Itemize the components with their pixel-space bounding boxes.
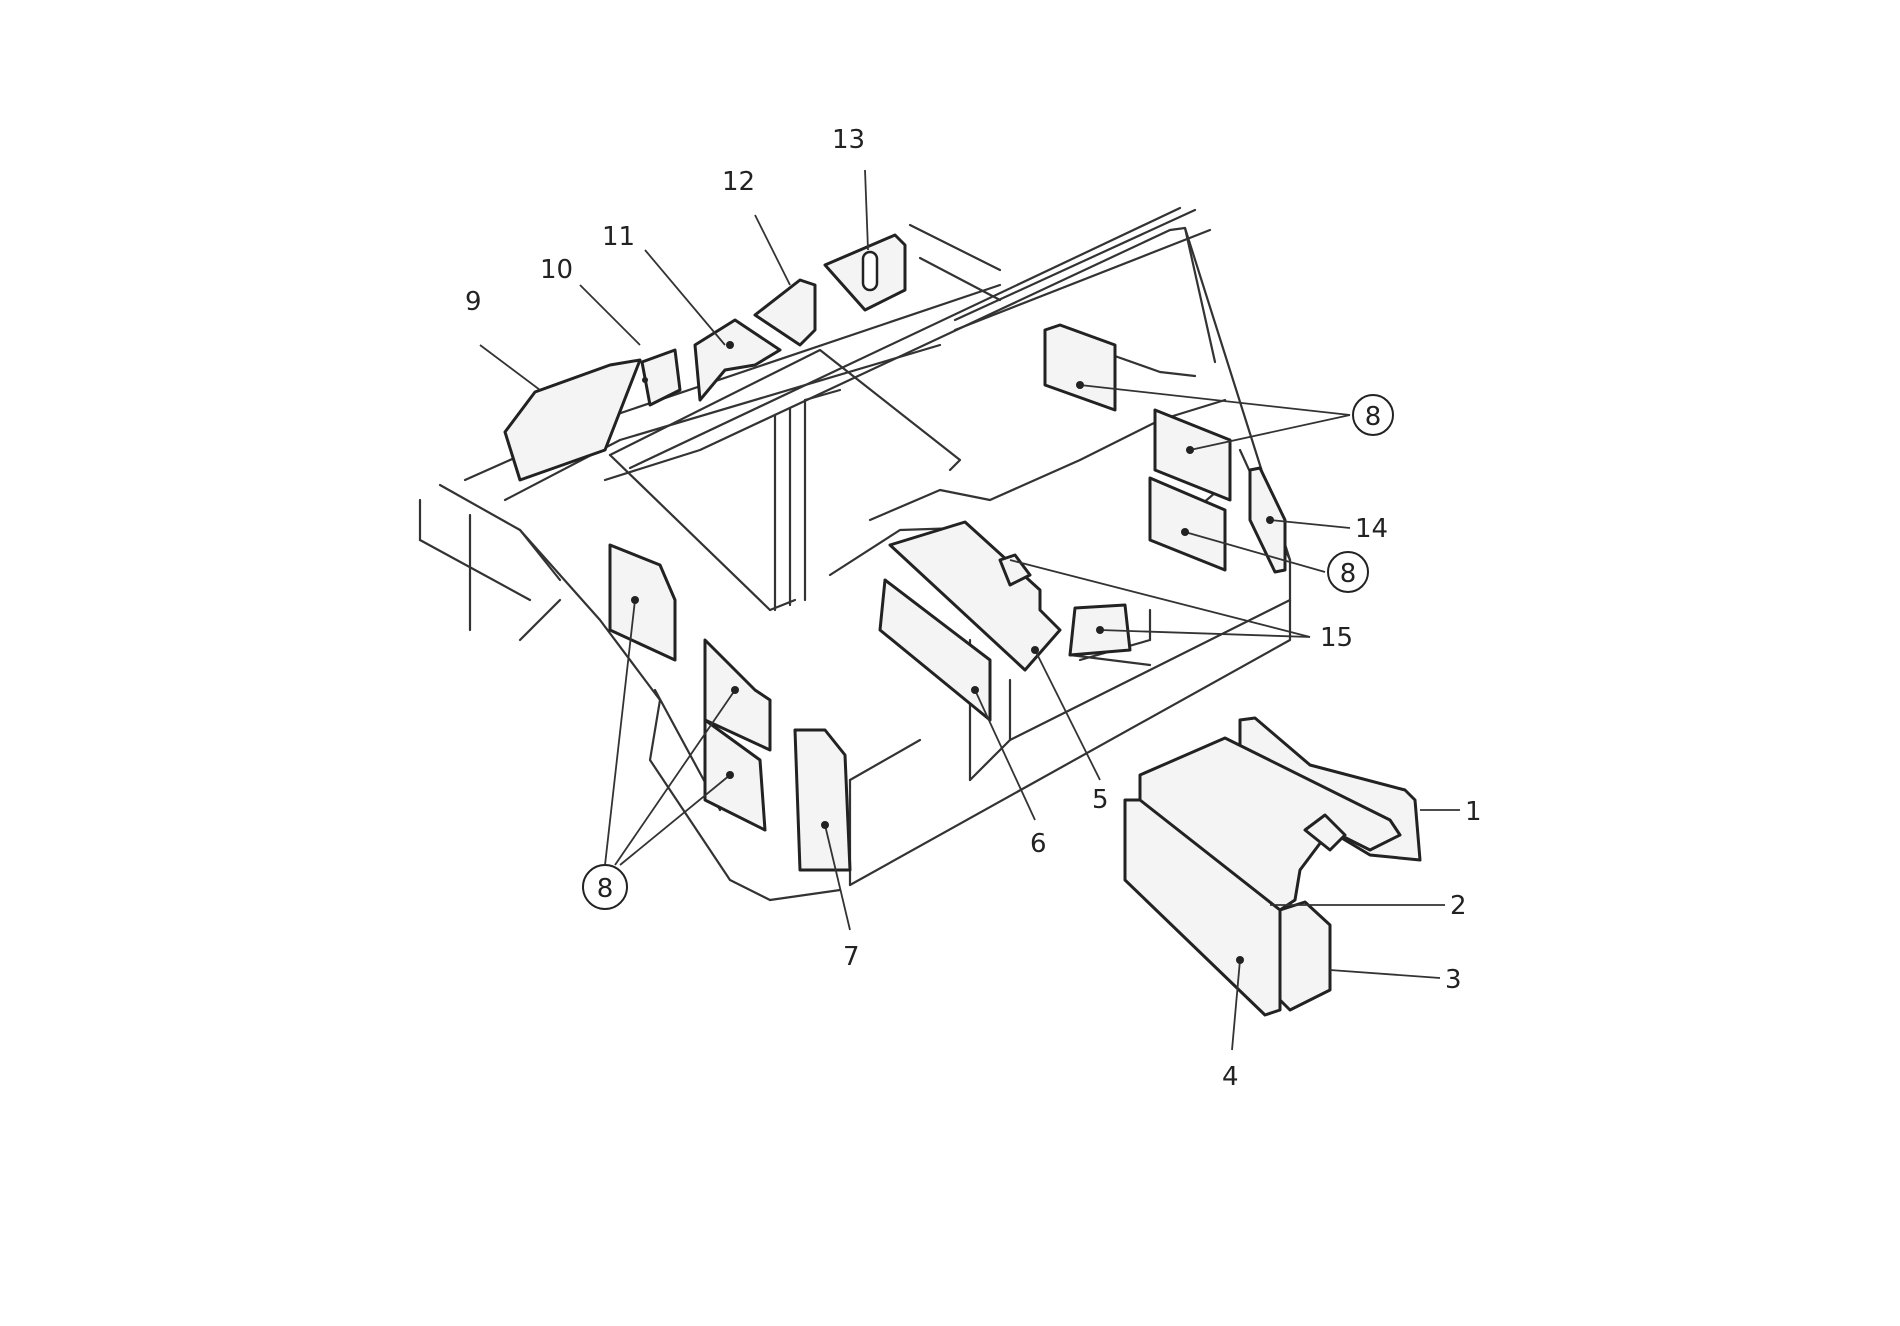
callout-13: 13 — [832, 125, 865, 155]
callout-8-circle-left — [582, 864, 628, 910]
panel-13-oval — [861, 250, 879, 292]
callout-8-left: 8 — [597, 874, 614, 904]
callout-11: 11 — [602, 222, 635, 252]
panel-11 — [693, 318, 782, 402]
vehicle-body-outline — [418, 206, 1292, 902]
panel-5-tab — [998, 553, 1032, 587]
panel-8-rear-low — [1148, 476, 1227, 572]
panel-6 — [878, 578, 992, 722]
callout-7: 7 — [843, 942, 860, 972]
panel-7 — [793, 728, 852, 872]
callout-2: 2 — [1450, 891, 1467, 921]
panel-3 — [1278, 900, 1332, 1012]
panel-8-left-b — [703, 638, 772, 752]
panel-8-rear-mid — [1153, 408, 1232, 502]
callout-10: 10 — [540, 255, 573, 285]
callout-8-top: 8 — [1365, 402, 1382, 432]
callout-3: 3 — [1445, 965, 1462, 995]
callout-4: 4 — [1222, 1062, 1239, 1092]
callout-1: 1 — [1465, 797, 1482, 827]
callout-8-mid: 8 — [1340, 559, 1357, 589]
panel-2-notch — [1303, 813, 1347, 852]
callout-6: 6 — [1030, 829, 1047, 859]
callout-labels: 1 2 3 4 5 6 7 9 10 11 12 13 14 15 8 8 8 — [465, 125, 1482, 1092]
callout-5: 5 — [1092, 785, 1109, 815]
callout-8-circle-mid — [1327, 551, 1369, 593]
callout-14: 14 — [1355, 514, 1388, 544]
insulation-panels — [503, 233, 1422, 1017]
panel-5 — [888, 520, 1062, 672]
callout-8-circle-top — [1352, 394, 1394, 436]
panel-12 — [753, 278, 817, 347]
callout-12: 12 — [722, 167, 755, 197]
callout-15: 15 — [1320, 623, 1353, 653]
leader-lines — [479, 169, 1460, 1051]
callout-9: 9 — [465, 287, 482, 317]
panel-8-left-a — [608, 543, 677, 662]
panel-9 — [503, 358, 642, 482]
panel-8-rear-upper — [1043, 323, 1117, 412]
panel-8-left-c — [703, 718, 767, 832]
panel-10 — [640, 348, 682, 407]
